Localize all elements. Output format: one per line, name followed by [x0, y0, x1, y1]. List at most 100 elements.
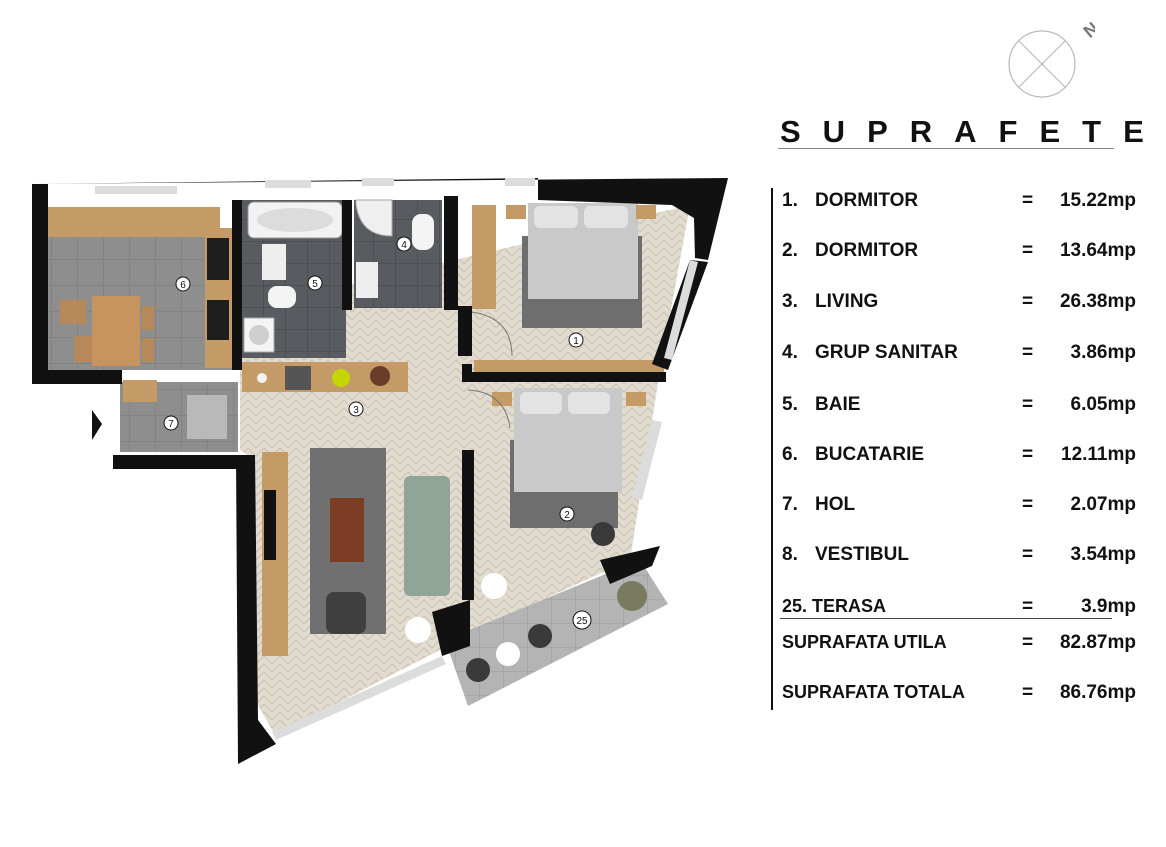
north-compass-icon: N	[1008, 18, 1095, 98]
dining-chair	[142, 338, 154, 362]
living-console-chair	[370, 366, 390, 386]
area-row-equals: =	[1022, 444, 1034, 465]
svg-text:1: 1	[573, 336, 579, 347]
window	[664, 260, 698, 360]
area-row-vestibul: 8. VESTIBUL = 3.54mp	[782, 544, 1138, 570]
area-row-name: SUPRAFATA TOTALA	[782, 682, 965, 702]
bedroom2-nightstand	[492, 392, 512, 406]
area-row-dormitor-1: 1. DORMITOR = 15.22mp	[782, 190, 1138, 216]
living-console-speaker	[285, 366, 311, 390]
area-row-dormitor-2: 2. DORMITOR = 13.64mp	[782, 240, 1138, 266]
door-swing	[467, 389, 511, 429]
floor-lamp	[481, 573, 507, 599]
bedroom1-nightstand	[506, 205, 526, 219]
bedroom1-wardrobe	[472, 205, 496, 309]
washing-machine-drum	[249, 325, 269, 345]
kitchen-stove	[207, 238, 229, 280]
bedroom2-pillow	[568, 392, 610, 414]
window	[362, 178, 394, 186]
area-row-name: LIVING	[815, 291, 879, 312]
area-row-number: 7.	[782, 494, 798, 515]
page-title: SUPRAFETE	[780, 114, 1166, 149]
wc-sink	[356, 262, 378, 298]
svg-text:7: 7	[168, 419, 174, 430]
area-row-name: HOL	[815, 494, 856, 515]
area-row-value: 26.38mp	[1059, 291, 1136, 312]
bath-toilet	[268, 286, 296, 308]
bedroom2-pillow	[520, 392, 562, 414]
bedroom1-pillow	[584, 206, 628, 228]
area-row-equals: =	[1022, 342, 1034, 363]
area-row-equals: =	[1022, 632, 1034, 653]
window	[272, 656, 446, 740]
dining-table	[92, 296, 140, 366]
legend-bar	[771, 188, 773, 710]
area-row-name: BAIE	[815, 394, 861, 415]
area-row-number: 2.	[782, 240, 798, 261]
area-row-bucatarie: 6. BUCATARIE = 12.11mp	[782, 444, 1138, 470]
bedroom1-pillow	[534, 206, 578, 228]
room-marker-25: 25	[572, 610, 592, 630]
area-row-number: 5.	[782, 394, 798, 415]
area-row-equals: =	[1022, 190, 1034, 211]
terrace-chair	[466, 658, 490, 682]
svg-text:5: 5	[312, 279, 318, 290]
kitchen-counter	[48, 207, 220, 237]
north-letter: N	[1080, 18, 1095, 42]
room-marker-4: 4	[396, 236, 412, 252]
bathtub-basin	[257, 208, 333, 232]
svg-text:6: 6	[180, 280, 186, 291]
area-row-name: BUCATARIE	[815, 444, 925, 465]
dining-chair	[60, 300, 86, 324]
area-row-number: 4.	[782, 342, 798, 363]
terasa-underline	[780, 618, 1112, 619]
area-row-hol: 7. HOL = 2.07mp	[782, 494, 1138, 520]
room-marker-5: 5	[307, 275, 323, 291]
area-row-equals: =	[1022, 544, 1034, 565]
window	[95, 186, 177, 194]
room-marker-6: 6	[175, 276, 191, 292]
terrace-floor	[445, 560, 668, 706]
room-marker-1: 1	[568, 332, 584, 348]
area-row-name: 25. TERASA	[782, 596, 887, 616]
area-row-value: 86.76mp	[1059, 682, 1136, 703]
bath-sink	[262, 244, 286, 280]
area-row-value: 13.64mp	[1059, 240, 1136, 261]
area-row-number: 8.	[782, 544, 798, 565]
area-row-value: 3.54mp	[1070, 544, 1136, 565]
area-row-number: 1.	[782, 190, 798, 211]
area-row-number: 3.	[782, 291, 798, 312]
terrace-plant	[617, 581, 647, 611]
room-marker-3: 3	[348, 401, 364, 417]
living-console-lamp	[257, 373, 267, 383]
area-row-equals: =	[1022, 494, 1034, 515]
area-row-value: 3.86mp	[1070, 342, 1136, 363]
svg-text:3: 3	[353, 405, 359, 416]
door-swing	[471, 311, 513, 357]
tv	[264, 490, 276, 560]
area-row-baie: 5. BAIE = 6.05mp	[782, 394, 1138, 420]
terrace-table	[496, 642, 520, 666]
hol-bench	[123, 380, 157, 402]
coffee-table	[330, 498, 364, 562]
area-row-equals: =	[1022, 596, 1034, 617]
area-row-grup-sanitar: 4. GRUP SANITAR = 3.86mp	[782, 342, 1138, 368]
area-row-equals: =	[1022, 682, 1034, 703]
dining-chair	[74, 336, 92, 362]
svg-text:25: 25	[576, 616, 588, 627]
window	[632, 420, 662, 500]
armchair	[326, 592, 366, 634]
room-marker-7: 7	[163, 415, 179, 431]
hol-mat	[187, 395, 227, 439]
area-row-value: 3.9mp	[1081, 596, 1136, 617]
kitchen-oven	[207, 300, 229, 340]
area-row-equals: =	[1022, 291, 1034, 312]
area-row-suprafata-utila: SUPRAFATA UTILA = 82.87mp	[782, 632, 1138, 658]
shower	[355, 199, 393, 237]
wc-toilet	[412, 214, 434, 250]
room-markers: 1 2 3 4 5 6 7 25	[163, 236, 592, 630]
area-row-name: VESTIBUL	[815, 544, 909, 565]
window	[265, 180, 311, 188]
area-row-value: 6.05mp	[1070, 394, 1136, 415]
area-row-number: 6.	[782, 444, 798, 465]
